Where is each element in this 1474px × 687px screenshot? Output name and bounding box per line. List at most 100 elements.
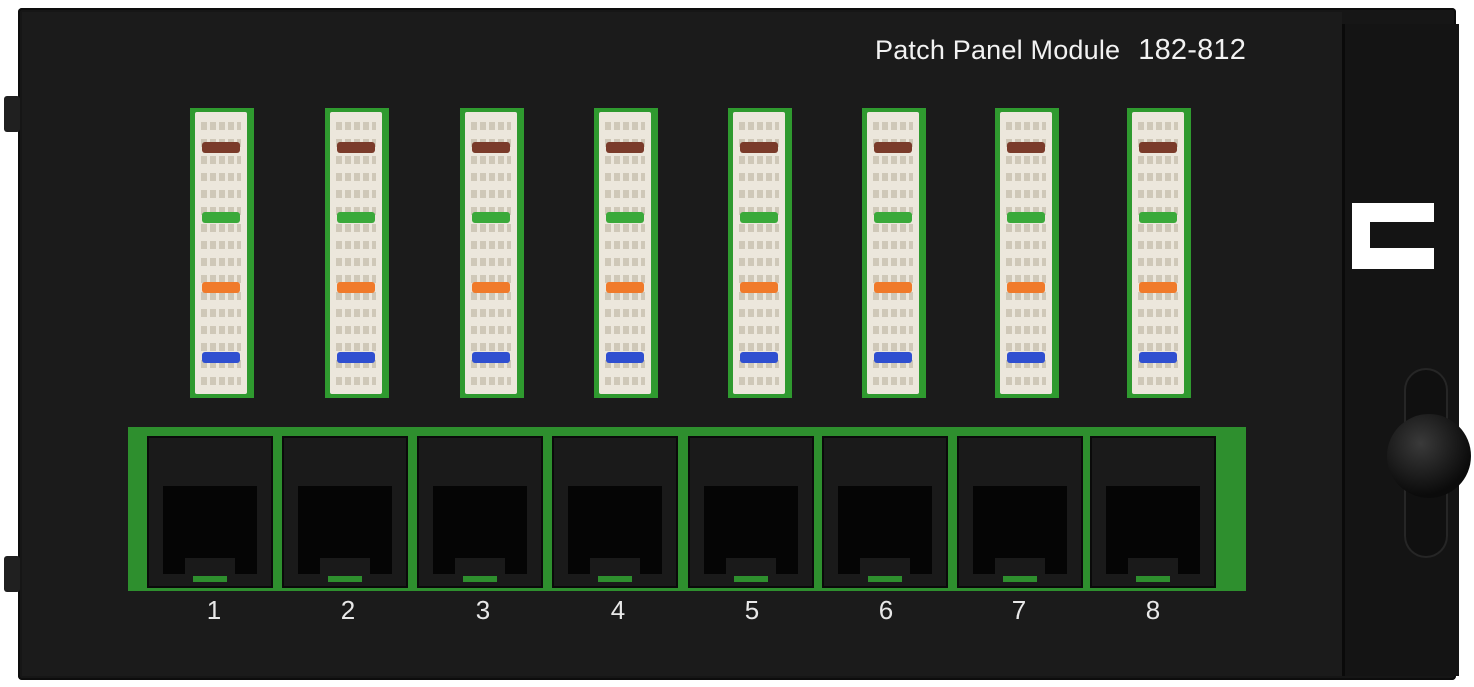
idc-contact-row bbox=[1138, 122, 1178, 130]
idc-contact-row bbox=[873, 122, 913, 130]
rj45-port-6[interactable] bbox=[822, 436, 948, 588]
wire-pair-2 bbox=[1007, 212, 1045, 223]
wire-pair-2 bbox=[472, 212, 510, 223]
idc-contact-row bbox=[739, 360, 779, 368]
wire-pair-3 bbox=[606, 282, 644, 293]
rj45-port-4[interactable] bbox=[552, 436, 678, 588]
idc-contact-row bbox=[201, 343, 241, 351]
idc-contact-row bbox=[739, 190, 779, 198]
idc-contact-row bbox=[471, 190, 511, 198]
wire-pair-2 bbox=[740, 212, 778, 223]
idc-contact-row bbox=[1138, 156, 1178, 164]
wire-pair-1 bbox=[1139, 142, 1177, 153]
wire-pair-2 bbox=[606, 212, 644, 223]
punchdown-block-1 bbox=[190, 108, 254, 398]
port-notch bbox=[185, 558, 235, 576]
port-latch bbox=[734, 576, 768, 582]
idc-contact-row bbox=[1006, 224, 1046, 232]
wire-pair-2 bbox=[874, 212, 912, 223]
idc-contact-row bbox=[201, 292, 241, 300]
idc-contact-row bbox=[1138, 343, 1178, 351]
idc-contact-row bbox=[605, 275, 645, 283]
idc-contact-row bbox=[336, 258, 376, 266]
idc-contact-row bbox=[739, 207, 779, 215]
port-notch bbox=[455, 558, 505, 576]
idc-contact-row bbox=[873, 292, 913, 300]
idc-contact-row bbox=[873, 241, 913, 249]
port-latch bbox=[868, 576, 902, 582]
idc-contact-row bbox=[605, 292, 645, 300]
idc-contact-row bbox=[873, 190, 913, 198]
idc-contact-row bbox=[605, 377, 645, 385]
wire-pair-4 bbox=[606, 352, 644, 363]
wire-pair-3 bbox=[874, 282, 912, 293]
idc-contact-row bbox=[471, 326, 511, 334]
idc-contact-row bbox=[201, 309, 241, 317]
idc-contact-row bbox=[605, 309, 645, 317]
port-number-label: 6 bbox=[878, 595, 894, 625]
idc-contact-row bbox=[605, 360, 645, 368]
wire-pair-4 bbox=[1007, 352, 1045, 363]
port-latch bbox=[193, 576, 227, 582]
port-notch bbox=[726, 558, 776, 576]
port-number-label: 2 bbox=[340, 595, 356, 625]
left-mounting-tab bbox=[4, 96, 20, 132]
punchdown-block-4 bbox=[594, 108, 658, 398]
wire-pair-1 bbox=[740, 142, 778, 153]
rj45-port-7[interactable] bbox=[957, 436, 1083, 588]
idc-contact-row bbox=[471, 224, 511, 232]
idc-contact-row bbox=[471, 173, 511, 181]
punchdown-block-5 bbox=[728, 108, 792, 398]
idc-contact-row bbox=[1138, 275, 1178, 283]
punchdown-block-2 bbox=[325, 108, 389, 398]
wire-pair-1 bbox=[337, 142, 375, 153]
idc-contact-row bbox=[1006, 377, 1046, 385]
idc-contact-row bbox=[471, 377, 511, 385]
idc-contact-row bbox=[201, 241, 241, 249]
rj45-port-8[interactable] bbox=[1090, 436, 1216, 588]
idc-contact-row bbox=[471, 207, 511, 215]
idc-contact-row bbox=[1138, 173, 1178, 181]
idc-contact-row bbox=[739, 377, 779, 385]
idc-contact-row bbox=[336, 173, 376, 181]
idc-contact-row bbox=[336, 241, 376, 249]
wire-pair-3 bbox=[740, 282, 778, 293]
idc-contact-row bbox=[873, 224, 913, 232]
idc-contact-row bbox=[471, 343, 511, 351]
wire-pair-2 bbox=[1139, 212, 1177, 223]
idc-contact-row bbox=[336, 292, 376, 300]
port-number-label: 3 bbox=[475, 595, 491, 625]
idc-contact-row bbox=[336, 156, 376, 164]
rj45-port-1[interactable] bbox=[147, 436, 273, 588]
idc-contact-row bbox=[1006, 343, 1046, 351]
idc-contact-row bbox=[336, 190, 376, 198]
punchdown-strip bbox=[867, 112, 919, 394]
idc-contact-row bbox=[471, 156, 511, 164]
idc-contact-row bbox=[739, 309, 779, 317]
idc-contact-row bbox=[605, 241, 645, 249]
idc-contact-row bbox=[739, 258, 779, 266]
wire-pair-2 bbox=[337, 212, 375, 223]
punchdown-block-7 bbox=[995, 108, 1059, 398]
panel-model-number: 182-812 bbox=[1138, 34, 1247, 66]
idc-contact-row bbox=[201, 224, 241, 232]
idc-contact-row bbox=[605, 343, 645, 351]
idc-contact-row bbox=[336, 275, 376, 283]
rj45-port-2[interactable] bbox=[282, 436, 408, 588]
idc-contact-row bbox=[336, 326, 376, 334]
wire-pair-1 bbox=[472, 142, 510, 153]
idc-contact-row bbox=[1138, 258, 1178, 266]
idc-contact-row bbox=[336, 360, 376, 368]
thumbscrew-knob[interactable] bbox=[1387, 414, 1471, 498]
idc-contact-row bbox=[873, 156, 913, 164]
idc-contact-row bbox=[201, 173, 241, 181]
wire-pair-1 bbox=[606, 142, 644, 153]
rj45-port-5[interactable] bbox=[688, 436, 814, 588]
rj45-port-3[interactable] bbox=[417, 436, 543, 588]
idc-contact-row bbox=[739, 156, 779, 164]
idc-contact-row bbox=[201, 207, 241, 215]
idc-contact-row bbox=[1138, 224, 1178, 232]
idc-contact-row bbox=[201, 190, 241, 198]
idc-contact-row bbox=[739, 224, 779, 232]
idc-contact-row bbox=[739, 343, 779, 351]
